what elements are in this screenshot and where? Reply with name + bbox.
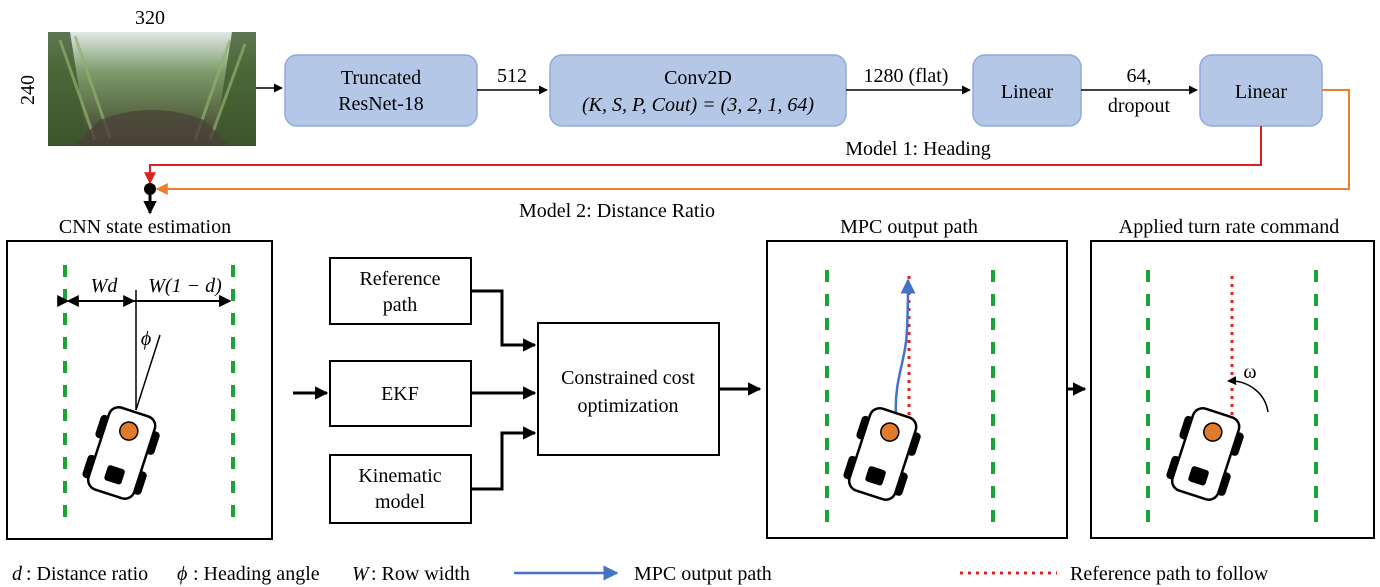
omega-label: ω — [1243, 361, 1256, 383]
edge-512-label: 512 — [497, 65, 527, 87]
model-heading-label: Model 1: Heading — [845, 138, 991, 160]
linear-label-1: Linear — [1001, 81, 1054, 103]
legend-w-text: : Row width — [371, 563, 470, 585]
legend-d-symbol: d — [12, 563, 23, 585]
resnet-label-line2: ResNet-18 — [338, 93, 424, 115]
ekf-block — [329, 360, 472, 427]
w1d-label: W(1 − d) — [148, 275, 222, 297]
reference-label-line1: Reference — [359, 268, 440, 290]
wd-label: Wd — [91, 275, 119, 297]
applied-panel-title: Applied turn rate command — [1119, 216, 1340, 238]
optimizer-block — [537, 322, 720, 456]
truncated-resnet-block — [284, 54, 478, 127]
conv2d-label-line1: Conv2D — [664, 67, 732, 89]
reference-path-block — [329, 257, 472, 325]
model-distance-label: Model 2: Distance Ratio — [519, 200, 715, 222]
mpc-output-path — [894, 278, 916, 416]
phi-label: ϕ — [141, 328, 151, 350]
kinematic-model-block — [329, 454, 472, 524]
conv2d-label-line2: (K, S, P, Cout) = (3, 2, 1, 64) — [582, 94, 814, 116]
kinematic-label-line2: model — [375, 491, 425, 513]
optimizer-label-line2: optimization — [577, 395, 678, 417]
legend-mpc-text: MPC output path — [634, 563, 772, 585]
legend: d : Distance ratio ϕ : Heading angle W :… — [12, 563, 1269, 585]
heading-output-line — [144, 126, 1262, 185]
mpc-panel — [766, 240, 1068, 539]
optimizer-label-line1: Constrained cost — [561, 367, 695, 389]
merge-node — [144, 183, 156, 195]
heading-line — [135, 334, 161, 411]
kinematic-label-line1: Kinematic — [358, 465, 441, 487]
ekf-label: EKF — [381, 383, 419, 405]
camera-image — [48, 32, 256, 146]
linear-label-2: Linear — [1235, 81, 1288, 103]
legend-phi-text: : Heading angle — [193, 563, 320, 585]
cnn-panel-title: CNN state estimation — [59, 216, 231, 238]
legend-w-symbol: W — [352, 563, 371, 585]
image-width-label: 320 — [135, 7, 165, 29]
image-height-label: 240 — [17, 75, 39, 105]
distance-output-line — [155, 89, 1350, 195]
legend-phi-symbol: ϕ — [177, 563, 187, 585]
legend-d-text: : Distance ratio — [26, 563, 148, 585]
legend-reference-text: Reference path to follow — [1070, 563, 1269, 585]
resnet-label-line1: Truncated — [341, 67, 421, 89]
edge-1280-label: 1280 (flat) — [864, 65, 949, 87]
turn-rate-arrow — [1227, 376, 1269, 413]
edge-dropout-label: dropout — [1108, 95, 1171, 117]
edge-64-label: 64, — [1127, 65, 1152, 87]
reference-label-line2: path — [383, 294, 417, 316]
mpc-panel-title: MPC output path — [840, 216, 978, 238]
